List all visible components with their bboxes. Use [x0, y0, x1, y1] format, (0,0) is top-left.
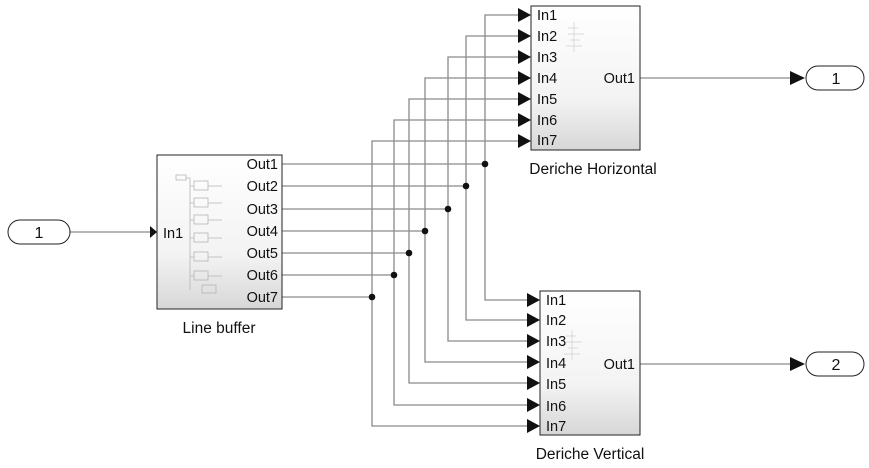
deriche-vertical-name: Deriche Vertical [536, 446, 645, 463]
subsystem-preview-icon [566, 22, 584, 52]
deriche-h-out1-label: Out1 [604, 71, 635, 87]
wire-out5-to-h [408, 98, 518, 253]
deriche-h-in-label: In3 [537, 50, 557, 66]
deriche-vertical-input-labels: In1 In2 In3 In4 In5 In6 In7 [546, 293, 566, 435]
branch-point [368, 293, 376, 301]
deriche-v-in-label: In5 [546, 377, 566, 393]
line-buffer-input-arrow [150, 226, 157, 238]
branch-point [421, 227, 429, 235]
outport-2-number: 2 [832, 357, 841, 374]
deriche-v-out1-label: Out1 [604, 357, 635, 373]
line-buffer-out-label: Out6 [247, 268, 278, 284]
deriche-h-in-label: In1 [537, 8, 557, 24]
outport-2-arrow [790, 357, 805, 371]
deriche-h-in-label: In2 [537, 29, 557, 45]
line-buffer-out-label: Out4 [247, 224, 278, 240]
wire-out1-to-v-in1 [484, 164, 527, 301]
wire-out4-to-v [424, 231, 527, 363]
wire-out7-to-v [371, 297, 527, 427]
deriche-h-in-label: In4 [537, 71, 557, 87]
outport-1-arrow [790, 71, 805, 85]
branch-point [390, 271, 398, 279]
branch-point [462, 182, 470, 190]
wire-out5-to-v [408, 253, 527, 384]
wire-out4-to-h [424, 77, 518, 231]
inport-1-number: 1 [35, 225, 44, 242]
line-buffer-out-label: Out7 [247, 290, 278, 306]
deriche-horizontal-input-arrows [518, 8, 531, 148]
deriche-h-in-label: In6 [537, 113, 557, 129]
deriche-v-in-label: In3 [546, 334, 566, 350]
subsystem-preview-icon [175, 174, 222, 294]
deriche-h-in-label: In7 [537, 133, 557, 149]
wire-out1-to-h-in7 [484, 14, 518, 164]
wire-out2-to-h [465, 35, 518, 186]
wire-out7-to-h [371, 140, 518, 297]
deriche-vertical-input-arrows [527, 293, 540, 433]
line-buffer-out-label: Out3 [247, 202, 278, 218]
deriche-v-in-label: In6 [546, 399, 566, 415]
outport-2[interactable]: 2 [790, 351, 865, 377]
branch-point [405, 249, 413, 257]
line-buffer-block[interactable]: In1 Out1 Out2 Out3 Out4 Out5 Out6 Out7 L… [150, 154, 283, 337]
wire-out6-to-v [393, 275, 527, 406]
deriche-v-in-label: In1 [546, 293, 566, 309]
deriche-h-in-label: In5 [537, 92, 557, 108]
signal-lines [70, 14, 790, 427]
outport-1-number: 1 [832, 71, 841, 88]
branch-point [444, 205, 452, 213]
deriche-vertical-block[interactable]: In1 In2 In3 In4 In5 In6 In7 Out1 Deriche… [527, 290, 645, 463]
deriche-v-in-label: In2 [546, 313, 566, 329]
subsystem-preview-icon [564, 330, 582, 360]
deriche-horizontal-block[interactable]: In1 In2 In3 In4 In5 In6 In7 Out1 Deriche… [518, 5, 657, 178]
line-buffer-out-label: Out1 [247, 157, 278, 173]
deriche-horizontal-input-labels: In1 In2 In3 In4 In5 In6 In7 [537, 8, 557, 149]
line-buffer-out-label: Out2 [247, 179, 278, 195]
inport-1[interactable]: 1 [7, 219, 71, 245]
deriche-v-in-label: In7 [546, 419, 566, 435]
wire-out3-to-h [447, 56, 518, 209]
deriche-horizontal-name: Deriche Horizontal [529, 161, 657, 178]
deriche-v-in-label: In4 [546, 356, 566, 372]
wire-out2-to-v [465, 186, 527, 321]
line-buffer-output-labels: Out1 Out2 Out3 Out4 Out5 Out6 Out7 [247, 157, 278, 306]
outport-1[interactable]: 1 [790, 65, 865, 91]
branch-point [481, 160, 489, 168]
wire-out6-to-h [393, 119, 518, 275]
line-buffer-out-label: Out5 [247, 246, 278, 262]
line-buffer-name: Line buffer [183, 320, 256, 337]
line-buffer-in1-label: In1 [163, 226, 183, 242]
wire-out3-to-v [447, 209, 527, 342]
